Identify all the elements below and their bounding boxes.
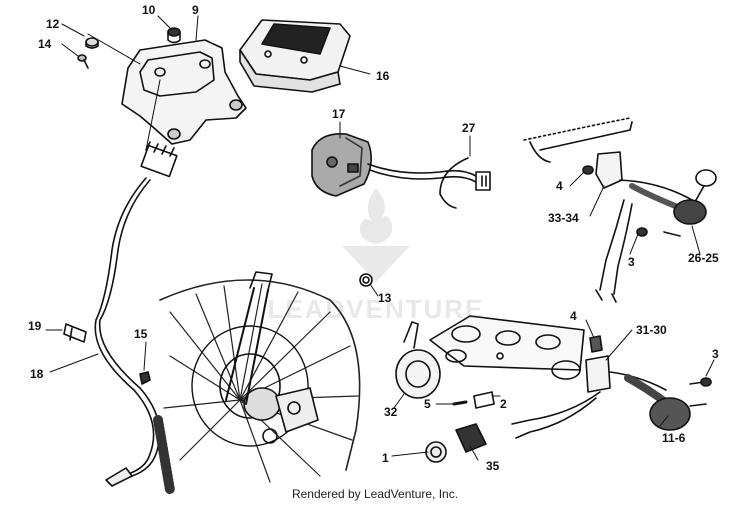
callout-27: 27 [462,121,476,135]
speedometer-cable-part-18[interactable] [94,141,178,487]
leader-lines [45,15,715,461]
screw-part-15[interactable] [139,371,151,385]
callout-16: 16 [376,69,390,83]
bolt-part-14[interactable] [77,54,89,69]
callout-11-6: 11-6 [662,431,686,445]
callout-10: 10 [142,3,156,17]
handlebar-switch-part-17[interactable] [311,133,477,197]
callout-13: 13 [378,291,392,305]
callout-14: 14 [38,37,52,51]
cable-clamp-part-19[interactable] [63,323,87,343]
wire-clamp-part-2[interactable] [473,391,495,409]
callout-17: 17 [332,107,346,121]
turn-signal-assembly-upper[interactable] [523,117,717,303]
callout-4-lower: 4 [570,309,577,323]
callout-4-upper: 4 [556,179,563,193]
front-wheel [153,271,361,495]
callout-3-upper: 3 [628,255,635,269]
bolt-part-4-lower[interactable] [589,335,603,353]
wire-clamp-part-27[interactable] [439,157,491,209]
callout-32: 32 [384,405,398,419]
callout-5: 5 [424,397,431,411]
instrument-bracket-part-9[interactable] [121,39,247,145]
reflector-part-13[interactable] [359,273,373,287]
callout-2: 2 [500,397,507,411]
callout-15: 15 [134,327,148,341]
footer-credit: Rendered by LeadVenture, Inc. [291,487,459,501]
lighting-bracket [429,315,585,380]
callout-labels: 12 10 9 14 16 17 27 4 33-34 3 26-25 13 1… [28,3,719,473]
callout-3-lower: 3 [712,347,719,361]
callout-19: 19 [28,319,42,333]
callout-26-25: 26-25 [688,251,719,265]
callout-35: 35 [486,459,500,473]
grommet-part-10[interactable] [167,27,181,44]
callout-1: 1 [382,451,389,465]
callout-31-30: 31-30 [636,323,667,337]
speedometer-part-16[interactable] [239,19,351,93]
switch-part-35[interactable] [455,423,487,453]
bolt-part-5[interactable] [452,400,468,406]
callout-9: 9 [192,3,199,17]
callout-12: 12 [46,17,60,31]
grommet-part-1[interactable] [425,441,447,463]
nut-part-12[interactable] [85,37,99,49]
callout-18: 18 [30,367,44,381]
callout-33-34: 33-34 [548,211,579,225]
turn-signal-assembly-lower[interactable] [511,355,712,439]
horn-part-32[interactable] [395,321,441,399]
